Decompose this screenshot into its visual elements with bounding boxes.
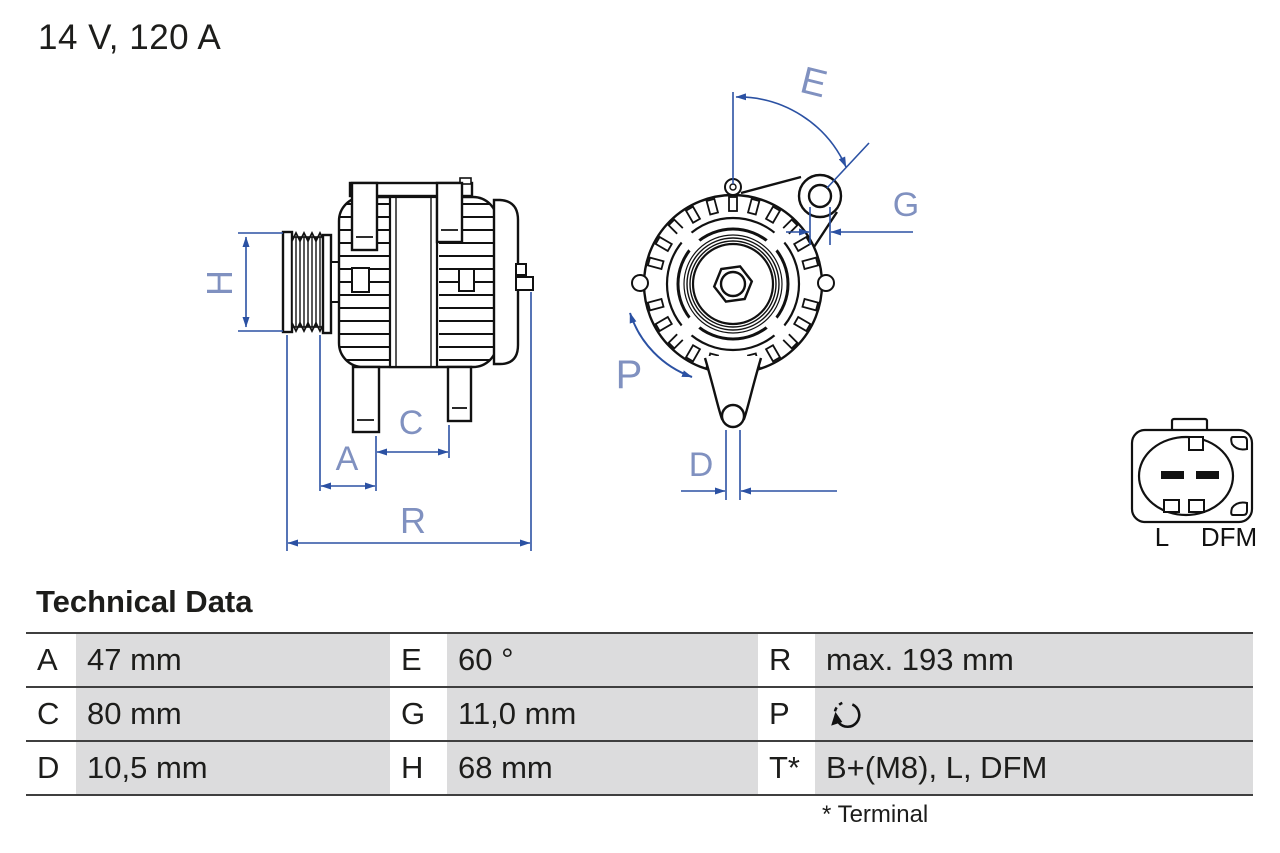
side-view-dimensions: H A C R [199, 232, 532, 551]
table-row: C 80 mm G 11,0 mm P [26, 686, 1253, 740]
table-value-e: 60 ° [447, 634, 758, 686]
table-key-t: T* [758, 742, 815, 794]
table-key-p: P [758, 688, 815, 740]
top-right-lug [740, 173, 843, 248]
table-key-g: G [390, 688, 447, 740]
table-row: D 10,5 mm H 68 mm T* B+(M8), L, DFM [26, 740, 1253, 796]
rear-cover [492, 198, 534, 366]
terminal-footnote: * Terminal [822, 801, 929, 828]
dimension-label-d: D [689, 446, 714, 484]
dimension-label-g: G [893, 186, 919, 224]
alternator-technical-drawing: H A C R [199, 60, 1257, 552]
technical-data-table: A 47 mm E 60 ° R max. 193 mm C 80 mm G 1… [26, 632, 1253, 796]
connector-pin-label-l: L [1155, 522, 1169, 552]
dimension-label-e: E [796, 60, 831, 107]
table-value-t: B+(M8), L, DFM [815, 742, 1253, 794]
dimension-label-a: A [336, 440, 359, 478]
bottom-lug [703, 356, 763, 429]
terminal-stud-small [515, 263, 527, 276]
technical-data-heading: Technical Data [36, 584, 253, 619]
dimension-label-p: P [616, 353, 643, 397]
table-value-r: max. 193 mm [815, 634, 1253, 686]
dimension-label-r: R [400, 500, 426, 541]
connector-pin-label-dfm: DFM [1201, 522, 1257, 552]
table-value-h: 68 mm [447, 742, 758, 794]
table-value-a: 47 mm [76, 634, 390, 686]
dimension-e-arc [735, 93, 847, 168]
page-title: 14 V, 120 A [38, 18, 222, 57]
table-key-e: E [390, 634, 447, 686]
terminal-stud-bplus [515, 276, 534, 291]
table-key-c: C [26, 688, 76, 740]
table-value-c: 80 mm [76, 688, 390, 740]
table-key-h: H [390, 742, 447, 794]
table-key-d: D [26, 742, 76, 794]
rotation-direction-icon [831, 701, 861, 728]
table-value-d: 10,5 mm [76, 742, 390, 794]
table-row: A 47 mm E 60 ° R max. 193 mm [26, 632, 1253, 686]
table-value-p [815, 688, 1253, 740]
dimension-label-h: H [199, 270, 240, 296]
pulley [281, 230, 340, 335]
mounting-lugs [350, 181, 473, 434]
table-key-a: A [26, 634, 76, 686]
right-ear [817, 274, 835, 292]
dimension-label-c: C [399, 404, 424, 442]
left-ear [631, 274, 649, 292]
pin-dfm [1196, 471, 1219, 479]
pin-l [1161, 471, 1184, 479]
side-view [281, 177, 534, 434]
table-key-r: R [758, 634, 815, 686]
table-value-g: 11,0 mm [447, 688, 758, 740]
dimension-p-rotation-arc [629, 312, 693, 378]
connector-pinout: L DFM [1130, 417, 1257, 552]
